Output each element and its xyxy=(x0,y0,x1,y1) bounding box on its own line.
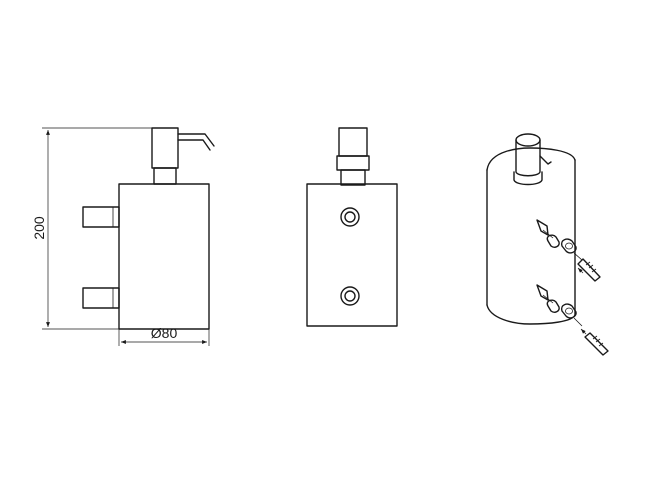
side-view xyxy=(82,127,215,330)
isometric-view xyxy=(486,133,609,356)
front-view xyxy=(306,127,398,327)
side-wall-bracket-bottom xyxy=(82,287,120,309)
front-pump-head xyxy=(336,127,370,186)
height-dimension: 200 xyxy=(31,127,152,330)
height-dimension-label: 200 xyxy=(31,216,47,240)
iso-fixing-kit-top xyxy=(536,219,601,282)
front-mounting-hole-bottom xyxy=(340,286,360,306)
diameter-dimension-label: Ø80 xyxy=(151,325,178,341)
front-body xyxy=(306,183,398,327)
side-wall-bracket-top xyxy=(82,206,120,228)
iso-pump-head xyxy=(513,133,552,186)
diameter-dimension: Ø80 xyxy=(118,325,210,346)
side-body xyxy=(118,183,210,330)
iso-fixing-kit-bottom xyxy=(536,284,609,356)
front-mounting-hole-top xyxy=(340,207,360,227)
iso-cylinder-body xyxy=(486,147,576,325)
side-pump-head xyxy=(151,127,215,185)
